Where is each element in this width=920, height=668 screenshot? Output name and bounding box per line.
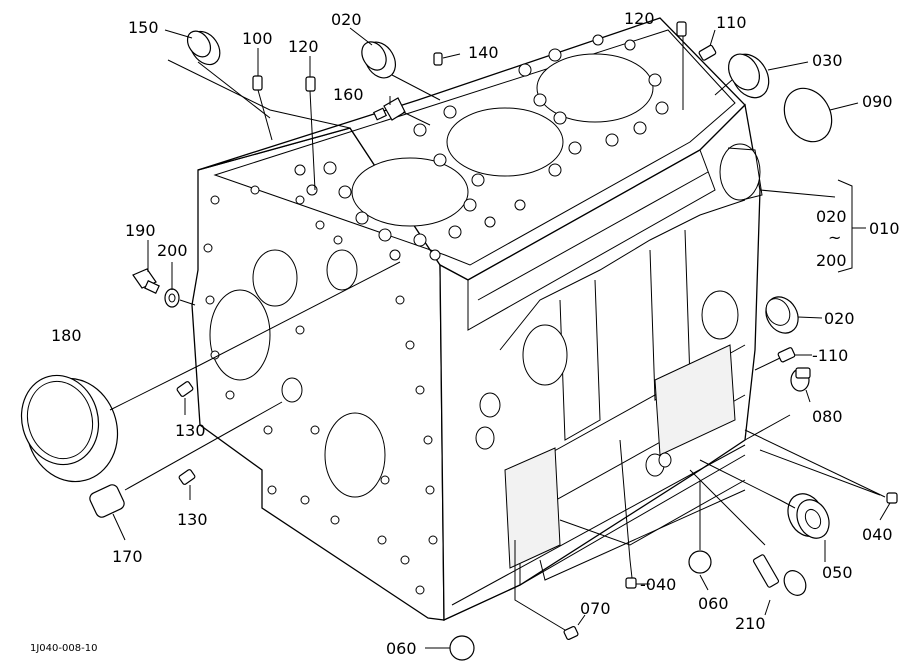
- callout-120-left: 120: [288, 37, 319, 56]
- callout-060-lower: 060: [386, 639, 417, 658]
- callout-190: 190: [125, 221, 156, 240]
- cylinder-bore-2: [446, 107, 564, 177]
- callout-130-upper: 130: [175, 421, 206, 440]
- part-090-plug: [783, 87, 833, 143]
- part-170-bush: [89, 484, 125, 518]
- callout-010: 010: [869, 219, 900, 238]
- callout-200: 200: [157, 241, 188, 260]
- part-070-plug: [563, 625, 579, 641]
- part-210-bolt: [752, 554, 807, 596]
- callout-110-top: 110: [716, 13, 747, 32]
- part-160-fitting: [372, 97, 406, 121]
- callout-070: 070: [580, 599, 611, 618]
- part-130-pin-upper: [176, 381, 194, 397]
- callout-210: 210: [735, 614, 766, 633]
- drawing-code: 1J040-008-10: [30, 643, 97, 654]
- callout-050: 050: [822, 563, 853, 582]
- front-opening-cam: [252, 249, 298, 307]
- side-port: [522, 324, 568, 386]
- part-130-pin-lower: [178, 469, 196, 485]
- callout-040-right: 040: [862, 525, 893, 544]
- part-150-plug: [186, 30, 221, 66]
- part-060-ball-lower: [449, 635, 475, 661]
- part-030-plug: [727, 53, 770, 99]
- callout-010-range-from: 020: [816, 207, 847, 226]
- cylinder-bore-3: [536, 53, 654, 123]
- callout-110-right: -110: [812, 346, 848, 365]
- part-200-washer: [164, 288, 180, 308]
- cylinder-bore-1: [351, 157, 469, 227]
- part-120-dowel-right: [676, 21, 687, 37]
- part-040-plug-bottom: [625, 577, 637, 589]
- part-100-dowel: [252, 75, 263, 91]
- part-110-pin-right: [777, 347, 796, 363]
- part-190-bolt: [132, 268, 160, 294]
- callout-090: 090: [862, 92, 893, 111]
- callout-120-right: 120: [624, 9, 655, 28]
- callout-060-upper: 060: [698, 594, 729, 613]
- part-050-plug: [787, 493, 830, 539]
- part-180-oil-seal: [20, 374, 119, 483]
- part-120-dowel-left: [305, 76, 316, 92]
- part-020-plug-right: [765, 296, 799, 334]
- callout-160: 160: [333, 85, 364, 104]
- callout-180: 180: [51, 326, 82, 345]
- mounting-pad-1: [504, 447, 561, 569]
- callout-080: 080: [812, 407, 843, 426]
- leader-lines: [109, 27, 891, 649]
- front-opening-upper: [209, 289, 271, 381]
- callout-010-range-to: 200: [816, 251, 847, 270]
- part-110-pin-top: [698, 44, 717, 61]
- part-040-plug-right: [886, 492, 898, 504]
- part-060-ball-upper: [688, 550, 712, 574]
- callout-150: 150: [128, 18, 159, 37]
- callout-020-right: 020: [824, 309, 855, 328]
- callout-030: 030: [812, 51, 843, 70]
- callout-140: 140: [468, 43, 499, 62]
- callout-130-lower: 130: [177, 510, 208, 529]
- callout-100: 100: [242, 29, 273, 48]
- mounting-pad-2: [654, 344, 736, 456]
- front-opening-lower: [324, 412, 386, 498]
- cylinder-block: [191, 17, 763, 622]
- part-020-plug-top: [361, 41, 397, 79]
- callout-040-bottom: -040: [640, 575, 676, 594]
- callout-170: 170: [112, 547, 143, 566]
- callout-labels: 150 100 120 020 140 160 120 110 030 090 …: [30, 9, 900, 658]
- callout-010-range-tilde: ~: [828, 228, 841, 247]
- part-080-plug: [790, 367, 811, 392]
- part-140-pin: [433, 52, 443, 66]
- callout-020-top: 020: [331, 10, 362, 29]
